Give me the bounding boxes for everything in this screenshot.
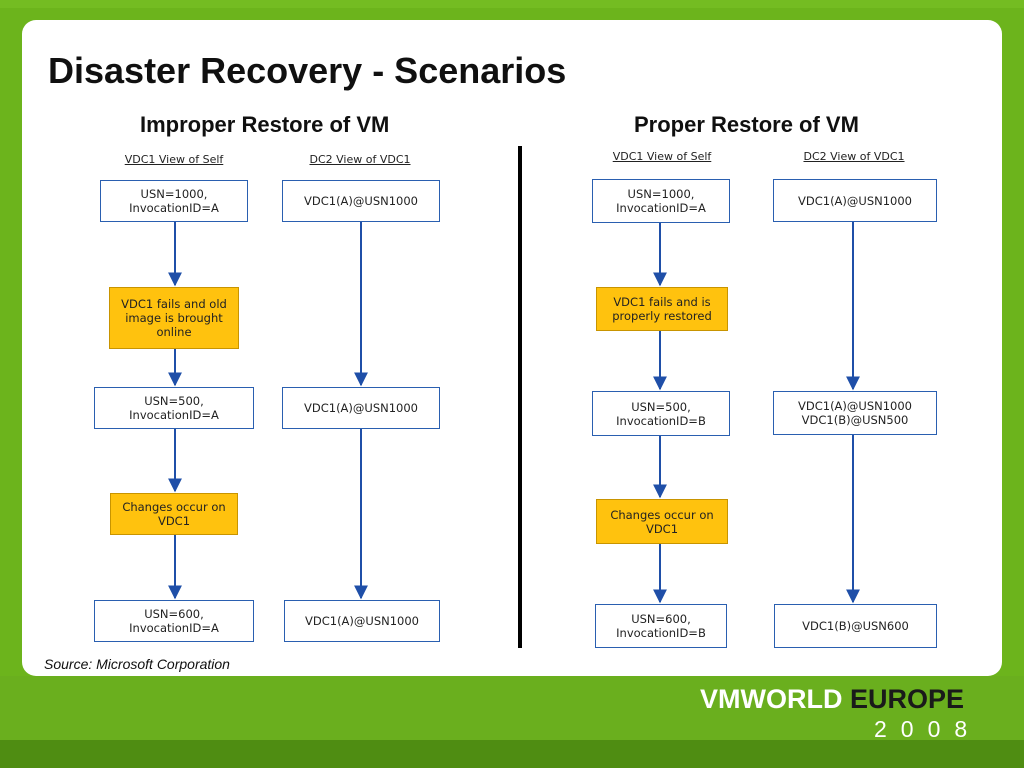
logo-word-europe: EUROPE: [850, 684, 965, 714]
top-stripe: [0, 0, 1024, 8]
improper-state-1: USN=1000, InvocationID=A: [100, 180, 248, 222]
improper-title: Improper Restore of VM: [140, 112, 390, 137]
logo-word-vmworld: VMWORLD: [700, 684, 843, 714]
proper-event-1: VDC1 fails and is properly restored: [596, 287, 728, 331]
proper-dc2-view-2: VDC1(A)@USN1000 VDC1(B)@USN500: [773, 391, 937, 435]
improper-state-3: USN=600, InvocationID=A: [94, 600, 254, 642]
improper-event-2: Changes occur on VDC1: [110, 493, 238, 535]
improper-left-head: VDC1 View of Self: [124, 153, 224, 166]
logo-year: 2008: [874, 716, 982, 742]
section-divider: [518, 146, 522, 648]
proper-dc2-view-3: VDC1(B)@USN600: [774, 604, 937, 648]
improper-state-2: USN=500, InvocationID=A: [94, 387, 254, 429]
proper-right-head: DC2 View of VDC1: [803, 150, 905, 163]
improper-event-1: VDC1 fails and old image is brought onli…: [109, 287, 239, 349]
bottom-strip: [0, 740, 1024, 768]
proper-event-2: Changes occur on VDC1: [596, 499, 728, 544]
improper-dc2-view-3: VDC1(A)@USN1000: [284, 600, 440, 642]
proper-left-head: VDC1 View of Self: [612, 150, 712, 163]
improper-right-head: DC2 View of VDC1: [309, 153, 411, 166]
vmworld-logo: VMWORLD EUROPE: [700, 684, 964, 715]
proper-state-3: USN=600, InvocationID=B: [595, 604, 727, 648]
proper-dc2-view-1: VDC1(A)@USN1000: [773, 179, 937, 222]
proper-title: Proper Restore of VM: [634, 112, 859, 137]
proper-state-1: USN=1000, InvocationID=A: [592, 179, 730, 223]
slide-title: Disaster Recovery - Scenarios: [48, 50, 567, 91]
proper-state-2: USN=500, InvocationID=B: [592, 391, 730, 436]
improper-dc2-view-1: VDC1(A)@USN1000: [282, 180, 440, 222]
source-citation: Source: Microsoft Corporation: [44, 656, 230, 672]
improper-dc2-view-2: VDC1(A)@USN1000: [282, 387, 440, 429]
